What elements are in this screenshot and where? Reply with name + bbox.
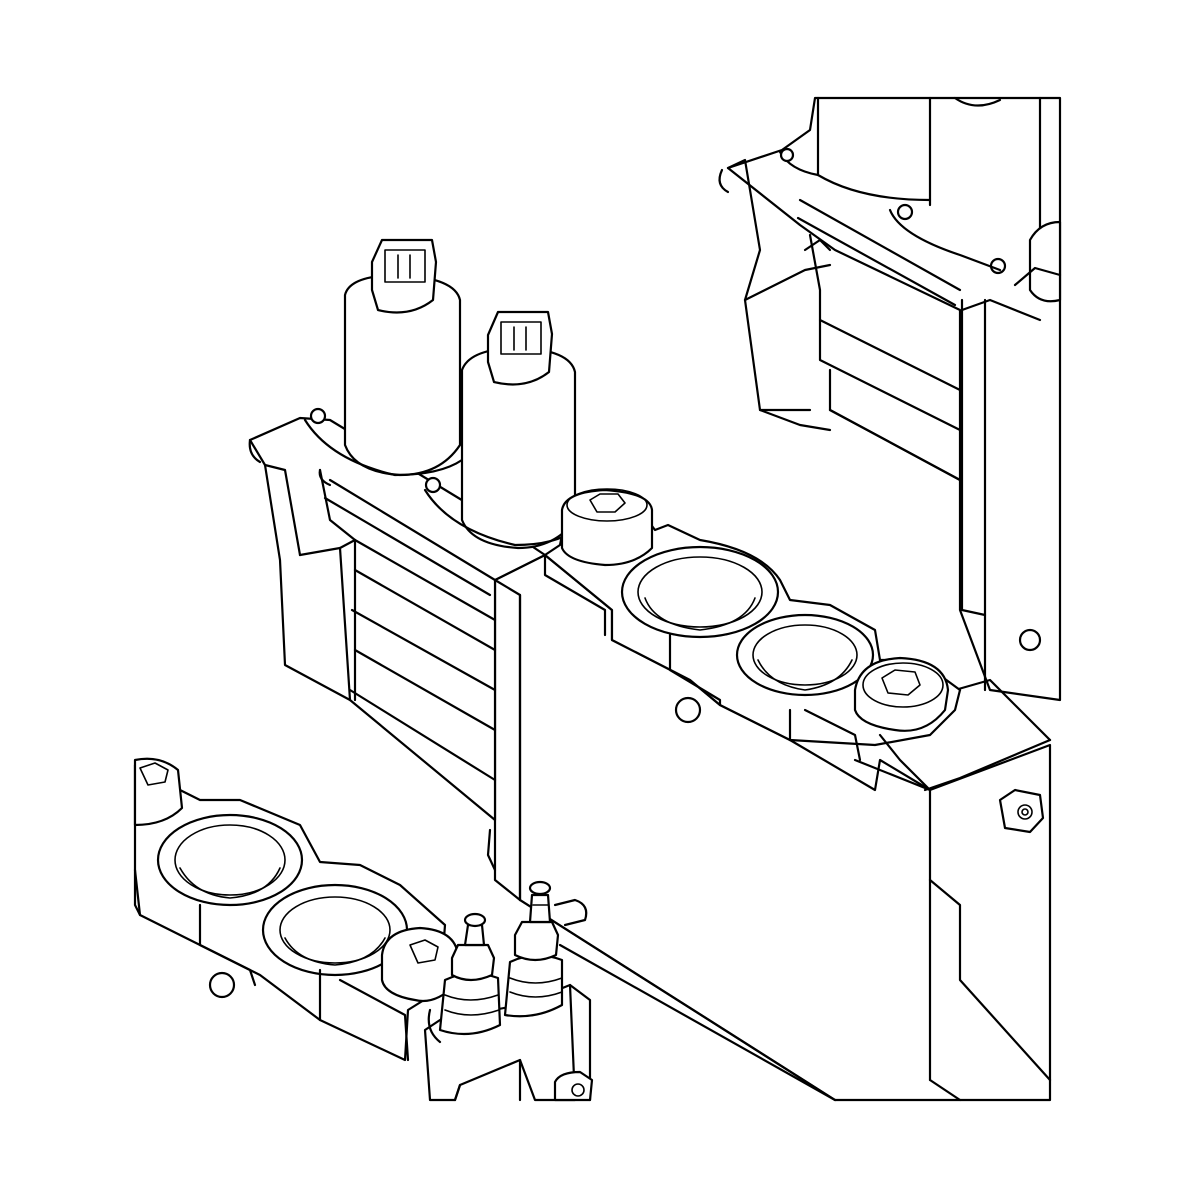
screw-icon — [989, 257, 1007, 275]
solenoid-coil-2 — [423, 310, 577, 550]
solenoid-coil-1 — [303, 238, 464, 477]
screw-icon — [896, 203, 914, 221]
lower-mounting-flange — [133, 757, 460, 1062]
screw-icon — [309, 407, 327, 425]
valve-bore — [261, 883, 409, 977]
valve-bore — [735, 613, 875, 697]
pressure-sensor-1 — [438, 912, 502, 1036]
valve-bore — [156, 813, 304, 907]
valve-bore — [620, 545, 780, 639]
port-hole-icon — [674, 696, 702, 724]
socket-head-bolt — [853, 656, 950, 732]
pressure-sensor-2 — [503, 880, 564, 1018]
solenoid-valve-section — [248, 238, 577, 822]
socket-head-bolt — [560, 488, 654, 567]
screw-icon — [424, 476, 442, 494]
screw-icon — [779, 147, 795, 163]
socket-head-bolt — [133, 757, 184, 827]
connector-plug — [486, 310, 554, 386]
port-hole-icon — [1018, 628, 1042, 652]
rear-valve-block — [718, 96, 1062, 702]
connector-plug — [370, 238, 438, 314]
pressure-sensor-block — [423, 880, 594, 1102]
upper-mounting-flange — [543, 488, 962, 792]
port-hole-icon — [208, 971, 236, 999]
